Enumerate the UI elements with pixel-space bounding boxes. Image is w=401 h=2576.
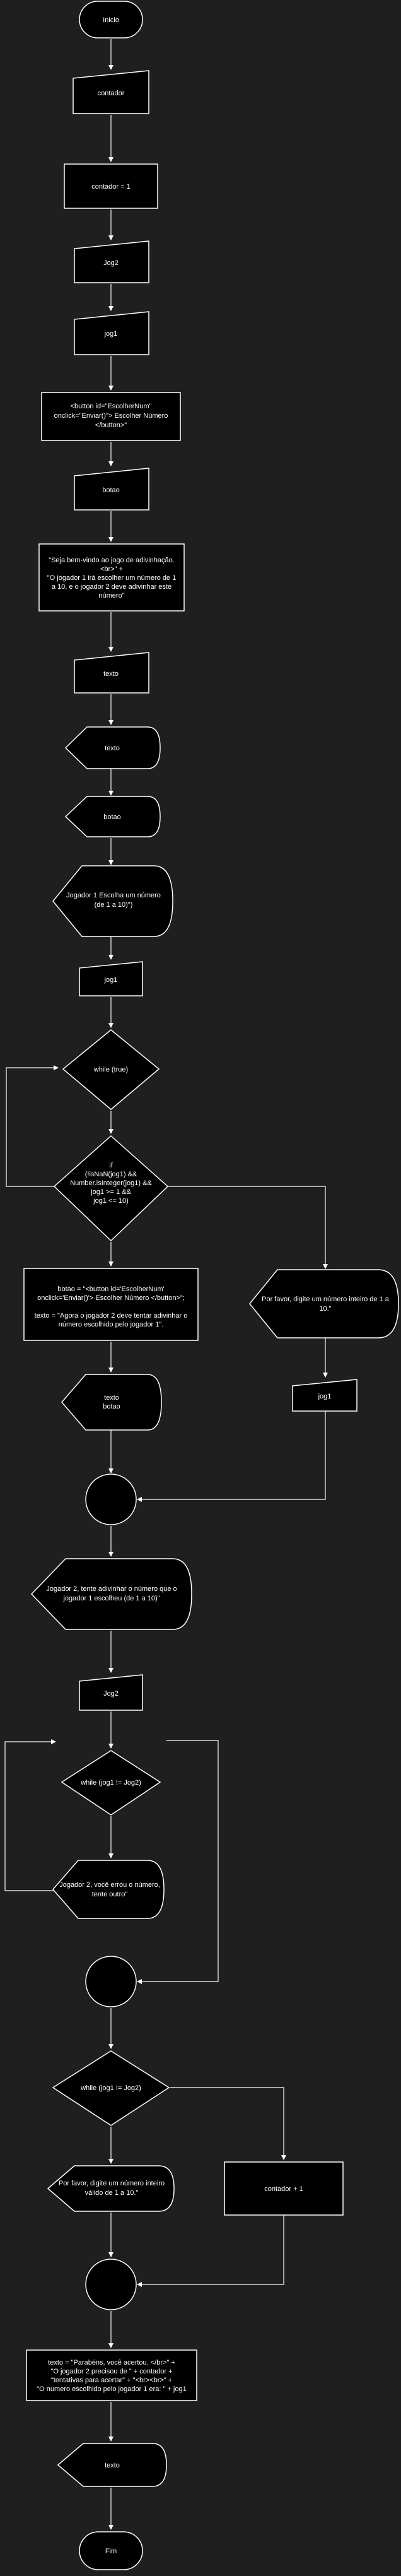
- welcome-line-1: "Seja bem-vindo ao jogo de adivinhação.: [49, 557, 175, 564]
- while-jog1-ne-jog2-decision: while (jog1 != Jog2): [61, 1750, 161, 1816]
- invalid-2-line-1: Por favor, digite um número inteiro: [59, 2180, 165, 2187]
- jog2-prompt-line-2: jogador 1 escolheu (de 1 a 10)": [62, 1595, 160, 1602]
- edge-loop-back-while-2: [4, 1739, 56, 1891]
- edge-while2-contador: [170, 2087, 286, 2160]
- texto-display-final-label: texto: [105, 2462, 120, 2469]
- jog1-input-node: jog1: [74, 311, 149, 355]
- texto-display-label: texto: [105, 745, 120, 752]
- invalid-1-line-2: 10.": [319, 1305, 331, 1313]
- wrong-prompt-line-1: Jogador 2, você errou o número,: [59, 1881, 160, 1889]
- start-label: Inicio: [103, 16, 119, 24]
- texto-input-node: texto: [74, 652, 149, 694]
- edges: [4, 39, 328, 2530]
- contador-increment-label: contador + 1: [264, 2185, 303, 2193]
- jog1-input-2-label: jog1: [104, 976, 118, 984]
- invalid-prompt-1-node: Por favor, digite um número inteiro de 1…: [249, 1269, 399, 1338]
- assign-line-2: onclick='Enviar()'> Escolher Número </bu…: [37, 1294, 185, 1302]
- botao-display-label: botao: [103, 813, 121, 821]
- botao-texto-assign-node: botao = "<button id='EscolherNum' onclic…: [23, 1268, 199, 1341]
- button-html-line-1: <button id="EscolherNum": [71, 403, 152, 410]
- button-html-node: <button id="EscolherNum" onclick="Enviar…: [41, 392, 181, 441]
- if-line-4: jog1 >= 1 &&: [90, 1188, 131, 1196]
- jog1-prompt-line-1: Jogador 1 Escolha um número: [66, 892, 161, 899]
- welcome-text-node: "Seja bem-vindo ao jogo de adivinhação. …: [38, 543, 185, 612]
- botao-input-node: botao: [74, 468, 149, 511]
- if-line-3: Number.isInteger(jog1) &&: [70, 1179, 152, 1187]
- final-text-node: texto = "Parabéns, você acertou. </br>" …: [26, 2349, 197, 2401]
- button-html-line-3: </button>": [95, 422, 127, 429]
- contador-input-node: contador: [73, 70, 149, 114]
- edge-jog1-merge: [137, 1411, 326, 1502]
- merge-connector-2: [85, 1956, 137, 2007]
- while-jog1-ne-jog2-decision-2: while (jog1 != Jog2): [52, 2050, 170, 2126]
- assign-line-4: texto = "Agora o jogador 2 deve tentar a…: [35, 1312, 188, 1320]
- if-condition-decision: if (!isNaN(jog1) && Number.isInteger(jog…: [53, 1135, 169, 1242]
- start-terminator: Inicio: [79, 1, 143, 38]
- invalid-1-line-1: Por favor, digite um número inteiro de 1…: [262, 1296, 390, 1303]
- button-html-line-2: onclick="Enviar()"> Escolher Número: [54, 412, 168, 420]
- jog1-input-3-label: jog1: [318, 1393, 332, 1400]
- jog2-input-node: Jog2: [74, 240, 149, 283]
- merge-connector-3: [85, 2259, 137, 2310]
- welcome-line-5: número": [98, 592, 124, 600]
- end-terminator: Fim: [79, 2531, 143, 2570]
- jog1-input-label: jog1: [104, 330, 118, 338]
- texto-input-label: texto: [103, 670, 119, 678]
- final-line-2: "O jogador 2 precisou de " + contador +: [50, 2368, 172, 2375]
- end-label: Fim: [105, 2548, 117, 2555]
- contador-increment-node: contador + 1: [224, 2161, 344, 2216]
- texto-botao-display-node: texto botao: [61, 1374, 162, 1431]
- contador-input-label: contador: [98, 90, 125, 97]
- final-line-1: texto = "Parabéns, você acertou. </br>" …: [48, 2359, 175, 2366]
- welcome-line-3: "O jogador 1 irá escolher um número de 1: [47, 574, 176, 582]
- texto-botao-line-1: texto: [104, 1394, 119, 1402]
- contador-assign-label: contador = 1: [91, 183, 130, 191]
- assign-line-5: número escolhido pelo jogador 1".: [59, 1321, 164, 1328]
- jog1-prompt-line-2: (de 1 a 10)"): [95, 901, 133, 909]
- jog2-input-node-2: Jog2: [79, 1674, 143, 1711]
- assign-line-1: botao = "<button id='EscolherNum': [57, 1285, 164, 1293]
- jog2-prompt-node: Jogador 2, tente adivinhar o número que …: [30, 1558, 192, 1630]
- while-true-decision: while (true): [62, 1029, 160, 1110]
- if-line-1: if: [109, 1162, 113, 1169]
- texto-display-node: texto: [64, 726, 161, 769]
- jog2-prompt-line-1: Jogador 2, tente adivinhar o número que …: [46, 1585, 177, 1593]
- final-line-3: "tentativas para acertar" + "<br><br>" +: [51, 2377, 172, 2384]
- jog1-input-node-3: jog1: [292, 1379, 357, 1412]
- edge-while-exit: [137, 1740, 219, 1984]
- merge-connector-1: [85, 1474, 137, 1525]
- jog1-input-node-2: jog1: [79, 961, 143, 996]
- jog2-input-2-label: Jog2: [103, 1690, 119, 1698]
- contador-assign-node: contador = 1: [64, 163, 158, 209]
- if-line-2: (!isNaN(jog1) &&: [85, 1171, 137, 1178]
- edge-contador-merge: [137, 2215, 284, 2287]
- botao-display-node: botao: [64, 796, 161, 837]
- jog2-input-label: Jog2: [103, 259, 119, 267]
- wrong-prompt-line-2: tente outro": [92, 1891, 128, 1898]
- wrong-prompt-node: Jogador 2, você errou o número, tente ou…: [52, 1860, 165, 1919]
- edge-loop-back-while-true: [6, 1065, 59, 1187]
- texto-display-final-node: texto: [57, 2443, 167, 2487]
- while-true-label: while (true): [93, 1066, 128, 1073]
- if-line-5: jog1 <= 10): [93, 1197, 129, 1205]
- while-jog-label: while (jog1 != Jog2): [80, 1779, 141, 1787]
- while-jog-2-label: while (jog1 != Jog2): [80, 2084, 141, 2092]
- invalid-prompt-2-node: Por favor, digite um número inteiro váli…: [47, 2165, 175, 2212]
- invalid-2-line-2: válido de 1 a 10.": [85, 2189, 139, 2197]
- welcome-line-4: a 10, e o jogador 2 deve adivinhar este: [52, 583, 171, 591]
- edge-if-false-branch: [168, 1186, 328, 1269]
- welcome-line-2: <br>" +: [100, 565, 123, 573]
- botao-input-label: botao: [102, 487, 120, 494]
- jog1-prompt-node: Jogador 1 Escolha um número (de 1 a 10)"…: [52, 865, 173, 937]
- texto-botao-line-2: botao: [103, 1403, 120, 1410]
- final-line-4: "O numero escolhido pelo jogador 1 era: …: [37, 2385, 186, 2393]
